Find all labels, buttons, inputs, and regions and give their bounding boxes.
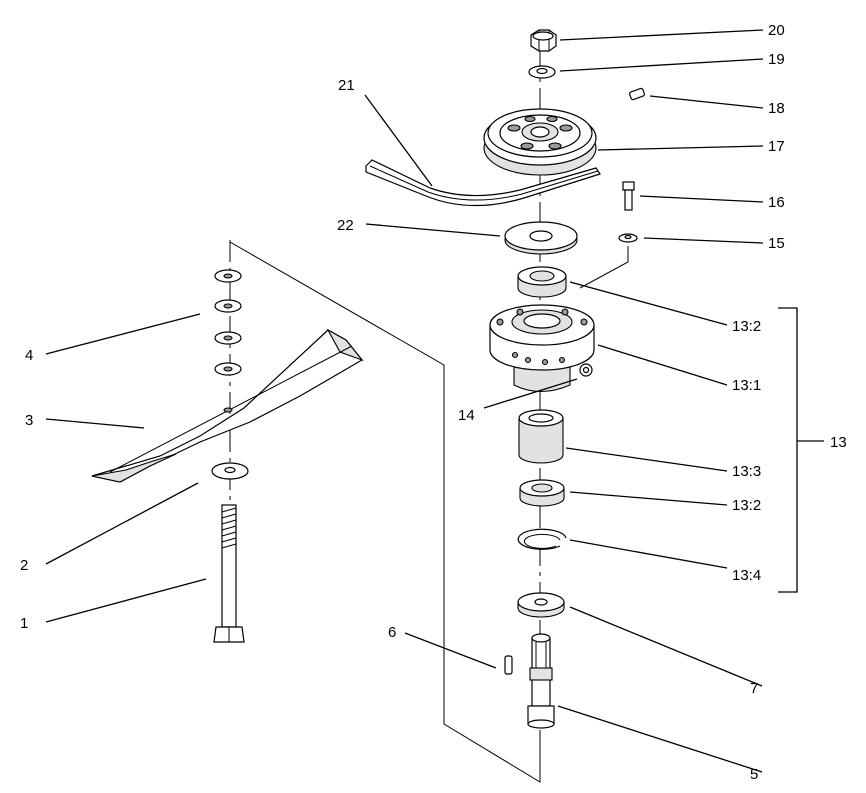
bearing-lower-part-13-2 bbox=[519, 479, 565, 507]
callout-14: 14 bbox=[458, 407, 475, 424]
callout-17: 17 bbox=[768, 138, 785, 155]
callout-13-2-lower: 13:2 bbox=[732, 497, 761, 514]
bearing-upper-part-13-2 bbox=[517, 266, 567, 298]
callout-5: 5 bbox=[750, 766, 758, 783]
nut-part-20 bbox=[530, 29, 557, 52]
callout-4: 4 bbox=[25, 347, 33, 364]
pulley-part-17 bbox=[483, 108, 597, 176]
callout-13-2-upper: 13:2 bbox=[732, 318, 761, 335]
callout-13-4: 13:4 bbox=[732, 567, 761, 584]
callout-2: 2 bbox=[20, 557, 28, 574]
washer-part-2 bbox=[211, 462, 249, 480]
callout-15: 15 bbox=[768, 235, 785, 252]
callout-6: 6 bbox=[388, 624, 396, 641]
washer-part-19 bbox=[528, 65, 556, 79]
callout-16: 16 bbox=[768, 194, 785, 211]
callout-22: 22 bbox=[337, 217, 354, 234]
spacer-part-22 bbox=[504, 221, 578, 255]
spindle-shaft-part-5 bbox=[527, 633, 555, 729]
callout-7: 7 bbox=[750, 680, 758, 697]
washer-part-15 bbox=[618, 233, 638, 243]
grease-fitting-part-14 bbox=[579, 363, 593, 377]
key-part-6 bbox=[504, 655, 513, 675]
callout-labels: 20 19 18 17 21 22 16 15 13:2 13:1 14 13 … bbox=[20, 22, 847, 783]
leader-lines bbox=[45, 29, 824, 773]
blade-part-3 bbox=[91, 328, 364, 483]
callout-13: 13 bbox=[830, 434, 847, 451]
bolt-part-1 bbox=[213, 504, 245, 643]
callout-13-3: 13:3 bbox=[732, 463, 761, 480]
snap-ring-part-13-4 bbox=[517, 528, 567, 550]
callout-13-1: 13:1 bbox=[732, 377, 761, 394]
set-screw-part-18 bbox=[629, 87, 645, 101]
spindle-housing-part-13-1 bbox=[489, 304, 595, 393]
callout-20: 20 bbox=[768, 22, 785, 39]
callout-21: 21 bbox=[338, 77, 355, 94]
callout-3: 3 bbox=[25, 412, 33, 429]
callout-19: 19 bbox=[768, 51, 785, 68]
washer-part-7 bbox=[517, 592, 565, 618]
bolt-part-16 bbox=[622, 181, 635, 211]
washers-part-4 bbox=[214, 269, 242, 376]
callout-1: 1 bbox=[20, 615, 28, 632]
belt-part-21 bbox=[365, 159, 601, 207]
spacer-tube-part-13-3 bbox=[518, 409, 564, 464]
callout-18: 18 bbox=[768, 100, 785, 117]
